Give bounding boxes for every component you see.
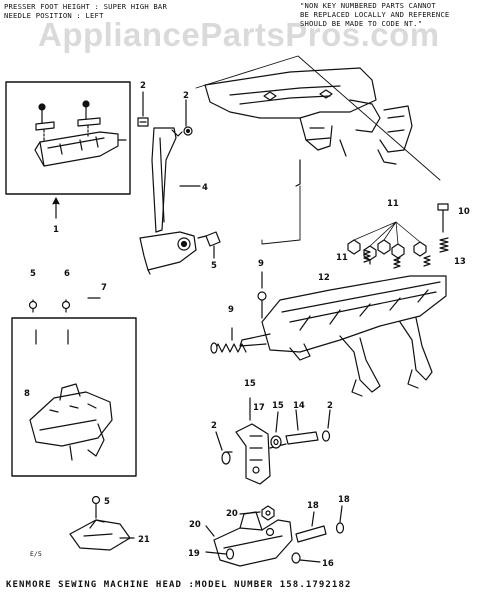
needle-position-note: NEEDLE POSITION : LEFT: [4, 11, 104, 20]
part-14-nut: [270, 435, 282, 449]
callout-5-a: 5: [30, 269, 36, 279]
part-2-washer-left: [221, 451, 233, 465]
callout-18-left: 19: [188, 549, 200, 559]
header-notes-right: "NON KEY NUMBERED PARTS CANNOT BE REPLAC…: [300, 1, 478, 28]
part-11-springs: [363, 249, 431, 269]
callout-13: 14: [293, 401, 305, 411]
callout-14: 15: [272, 401, 284, 411]
part-10-nuts: [347, 221, 427, 261]
callout-17: 18: [307, 501, 319, 511]
callout-12: 13: [454, 257, 466, 267]
part-9-screw-center: [257, 291, 267, 319]
callout-15-top: 15: [244, 379, 256, 389]
non-key-note-line1: "NON KEY NUMBERED PARTS CANNOT: [300, 1, 436, 10]
callout-11-b: 12: [318, 273, 330, 283]
part-18-washer-right: [335, 505, 345, 534]
callout-3: 4: [202, 183, 208, 193]
callout-9-right: 10: [458, 207, 470, 217]
callout-18-right: 18: [338, 495, 350, 505]
callout-2-a: 2: [140, 81, 146, 91]
callout-20: 20: [189, 520, 201, 530]
non-key-note-line2: BE REPLACED LOCALLY AND REFERENCE: [300, 10, 450, 19]
callout-11-a: 11: [336, 253, 348, 263]
part-17-pin: [295, 511, 327, 543]
part-8-spring: [210, 342, 247, 354]
part-2-screw-a: [137, 91, 149, 127]
callout-19: 20: [226, 509, 238, 519]
part-1-box: [5, 81, 131, 195]
part-19-nut: [239, 505, 275, 521]
model-footer: KENMORE SEWING MACHINE HEAD :MODEL NUMBE…: [6, 580, 352, 590]
callout-2-d: 2: [211, 421, 217, 431]
code-mark: E/5: [30, 550, 42, 558]
callout-labels: 2 2 4 5 1 5 6 7 8 5 21 9 9 10 11 11 12 1…: [24, 81, 470, 569]
top-housing: [204, 67, 413, 187]
part-3-lever: [139, 127, 197, 275]
callout-8: 9: [228, 305, 234, 315]
part-4-screw: [197, 231, 221, 259]
callout-4: 5: [211, 261, 217, 271]
top-leader-lines: [195, 55, 441, 181]
part-21-foot: [69, 495, 131, 551]
callout-6: 7: [101, 283, 107, 293]
part-16-bracket: [235, 423, 287, 485]
callout-15-bottom: 16: [322, 559, 334, 569]
presser-foot-note: PRESSER FOOT HEIGHT : SUPER HIGH BAR: [4, 2, 167, 11]
callout-2-c: 2: [327, 401, 333, 411]
header-notes-left: PRESSER FOOT HEIGHT : SUPER HIGH BAR NEE…: [4, 2, 167, 20]
part-13-pin: [285, 431, 319, 445]
callout-5-b: 6: [64, 269, 70, 279]
part-15-washer-bottom: [291, 552, 321, 564]
non-key-note-line3: SHOULD BE MADE TO CODE NT.": [300, 19, 423, 28]
part-18-washer-left: [205, 548, 235, 560]
callout-10: 11: [387, 199, 399, 209]
callout-5-c: 5: [104, 497, 110, 507]
callout-1: 1: [53, 225, 59, 235]
part-12-spring: [439, 237, 449, 253]
watermark: AppliancePartsPros.com: [38, 16, 440, 53]
callout-21: 21: [138, 535, 150, 545]
part-6-box: [11, 317, 137, 477]
callout-16: 17: [253, 403, 265, 413]
callout-2-b: 2: [183, 91, 189, 101]
part-20-bracket: [213, 511, 293, 567]
callout-9-center: 9: [258, 259, 264, 269]
slide-plate-assembly: [239, 275, 447, 397]
callout-7: 8: [24, 389, 30, 399]
part-2-screw-b: [183, 99, 193, 136]
part-9-screw-right: [437, 203, 449, 233]
part-2-washer-right: [321, 430, 331, 442]
